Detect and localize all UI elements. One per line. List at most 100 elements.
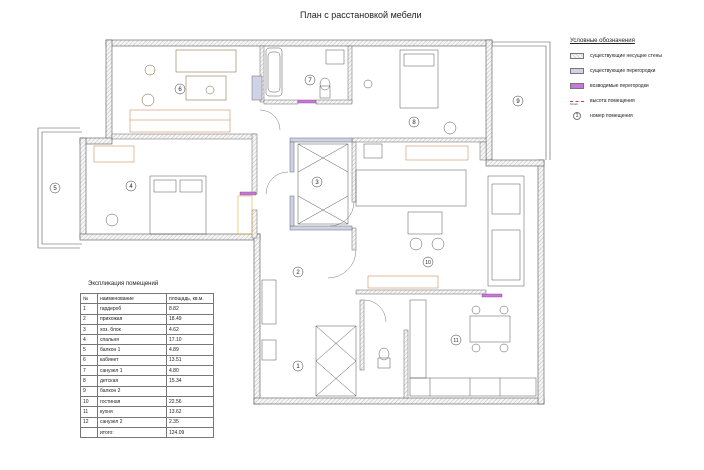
explication: Экспликация помещений № наименование пло… — [80, 281, 220, 439]
walls-swatch — [570, 52, 584, 59]
legend-title: Условные обозначения — [570, 38, 635, 44]
row-number: 8 — [80, 375, 98, 387]
row-name: прихожая — [97, 313, 167, 325]
row-name: детская — [97, 375, 167, 387]
row-number: 11 — [80, 406, 98, 418]
room-number-10: 10 — [425, 260, 431, 266]
row-number: 2 — [80, 313, 98, 325]
total-blank — [80, 426, 98, 439]
legend-item-walls: существующие несущие стены — [570, 50, 698, 61]
room-number-1: 1 — [296, 364, 300, 370]
cabinet-furniture — [129, 49, 237, 133]
row-area: 13.62 — [166, 406, 214, 418]
room-markers — [49, 74, 524, 372]
row-area: 4.62 — [166, 323, 214, 336]
partitions-swatch — [570, 67, 584, 74]
legend-label: номер помещения — [590, 112, 633, 119]
row-name: гостиная — [97, 395, 167, 408]
bathroom-7-fixtures — [265, 47, 345, 99]
room-number-2: 2 — [296, 270, 300, 276]
room-marker-1 — [292, 360, 304, 372]
room-number-marker: 1 — [573, 111, 581, 120]
row-area: 8.82 — [166, 303, 214, 315]
row-area: 22.56 — [166, 395, 214, 408]
row-name: гардероб — [97, 303, 167, 315]
row-number: 12 — [80, 416, 98, 428]
legend: Условные обозначения существующие несущи… — [570, 38, 698, 125]
table-total-row: итого: 124.09 — [80, 426, 214, 439]
doors — [259, 109, 387, 323]
storage-block — [297, 143, 349, 225]
room-marker-2 — [292, 266, 304, 278]
room-number-3: 3 — [315, 180, 319, 186]
row-number: 1 — [80, 303, 98, 315]
room-marker-11 — [450, 334, 462, 346]
legend-item-partitions: существующие перегородки — [570, 65, 698, 76]
row-area: 17.10 — [166, 334, 214, 346]
plan-title: План с расстановкой мебели — [300, 10, 422, 20]
room-marker-9 — [512, 95, 524, 107]
living-room-furniture — [355, 169, 525, 289]
room-marker-5 — [49, 182, 61, 194]
row-area — [166, 385, 214, 397]
row-number: 3 — [80, 323, 98, 336]
new-partitions — [239, 99, 503, 298]
legend-item-room-number: 1 номер помещения — [570, 110, 698, 121]
row-name: кухня — [97, 406, 167, 418]
bedroom-furniture — [93, 145, 253, 235]
legend-label: существующие перегородки — [590, 67, 656, 74]
exterior-walls — [79, 39, 545, 405]
table-header-row: № наименование площадь, кв.м. — [80, 292, 214, 305]
row-area: 18.49 — [166, 313, 214, 325]
kids-room-furniture — [363, 49, 469, 161]
row-number: 9 — [80, 385, 98, 397]
interior-walls — [111, 45, 487, 399]
room-number-4: 4 — [129, 184, 133, 190]
row-area: 4.89 — [166, 344, 214, 356]
row-name: балкон 2 — [97, 385, 167, 397]
row-area: 2.35 — [166, 416, 214, 428]
legend-item-new-partitions: возводимые перегородки — [570, 80, 698, 91]
room-marker-7 — [304, 74, 316, 86]
room-number-6: 6 — [178, 87, 182, 93]
row-name: балкон 1 — [97, 344, 167, 356]
row-area: 4.80 — [166, 365, 214, 377]
row-name: санузел 1 — [97, 365, 167, 377]
row-name: кабинет — [97, 354, 167, 367]
room-marker-6 — [174, 83, 186, 95]
balcony-5 — [37, 127, 82, 249]
bathroom-12-fixtures — [377, 347, 391, 369]
height-marker: h=xxx — [570, 100, 584, 106]
row-number: 10 — [80, 395, 98, 408]
header-name: наименование — [97, 292, 167, 305]
total-label: итого: — [97, 426, 167, 439]
row-number: 7 — [80, 365, 98, 377]
row-number: 6 — [80, 354, 98, 367]
wardrobe-room-1 — [315, 325, 357, 397]
balcony-9 — [492, 41, 551, 160]
room-number-9: 9 — [516, 99, 520, 105]
room-number-7: 7 — [308, 78, 312, 84]
row-number: 4 — [80, 334, 98, 346]
room-marker-10 — [422, 256, 434, 268]
row-area: 15.34 — [166, 375, 214, 387]
header-area: площадь, кв.м. — [166, 292, 214, 305]
row-area: 13.51 — [166, 354, 214, 367]
legend-item-height: h=xxx высота помещения — [570, 95, 698, 106]
room-number-11: 11 — [453, 338, 458, 344]
row-name: спальня — [97, 334, 167, 346]
room-marker-4 — [125, 180, 137, 192]
room-marker-3 — [311, 176, 323, 188]
room-number-5: 5 — [53, 186, 57, 192]
existing-partitions — [251, 75, 353, 231]
row-number: 5 — [80, 344, 98, 356]
